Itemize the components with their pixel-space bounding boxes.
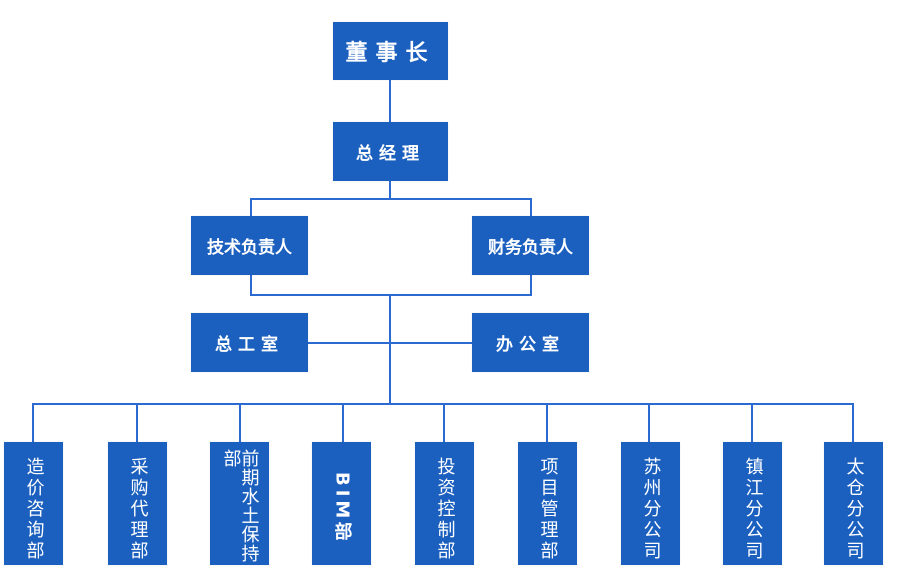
node-office-label: 办公室 (496, 335, 565, 355)
connector-gm-down (389, 181, 391, 200)
connector-dept (546, 403, 548, 442)
connector-finance-top (530, 198, 532, 216)
connector-chairman-gm (389, 80, 391, 122)
node-general-manager-label: 总经理 (356, 144, 425, 164)
node-department: 前期水土保持部 (210, 442, 269, 565)
connector-dept (852, 403, 854, 442)
node-department: BIM部 (312, 442, 371, 565)
node-department: 苏州分公司 (621, 442, 680, 565)
connector-tech-bottom (250, 275, 252, 296)
node-technical-head: 技术负责人 (191, 216, 308, 275)
department-label: 前期水土保持部 (220, 449, 260, 563)
department-label: 采购代理部 (127, 457, 149, 562)
node-department: 镇江分公司 (723, 442, 782, 565)
connector-dept (342, 403, 344, 442)
node-chairman: 董事长 (333, 22, 448, 80)
connector-dept (751, 403, 753, 442)
node-department: 投资控制部 (415, 442, 474, 565)
node-chief-engineer-office-label: 总工室 (215, 335, 284, 355)
node-department: 造价咨询部 (4, 442, 63, 565)
department-label: BIM部 (331, 472, 353, 545)
node-office: 办公室 (472, 313, 589, 372)
connector-heads-top (250, 198, 532, 200)
node-general-manager: 总经理 (333, 122, 448, 181)
node-department: 项目管理部 (518, 442, 577, 565)
connector-finance-bottom (530, 275, 532, 296)
node-finance-head-label: 财务负责人 (488, 238, 573, 258)
connector-dept (136, 403, 138, 442)
department-label: 造价咨询部 (23, 457, 45, 562)
connector-offices (308, 342, 472, 344)
node-department: 太仓分公司 (824, 442, 883, 565)
department-label: 项目管理部 (537, 457, 559, 562)
node-finance-head: 财务负责人 (472, 216, 589, 275)
node-technical-head-label: 技术负责人 (207, 238, 292, 258)
connector-dept (648, 403, 650, 442)
department-label: 镇江分公司 (742, 457, 764, 562)
connector-dept (239, 403, 241, 442)
connector-trunk (389, 294, 391, 404)
connector-dept (32, 403, 34, 442)
department-label: 投资控制部 (434, 457, 456, 562)
connector-heads-bottom (250, 294, 532, 296)
node-chief-engineer-office: 总工室 (191, 313, 308, 372)
node-department: 采购代理部 (108, 442, 167, 565)
node-chairman-label: 董事长 (345, 41, 436, 66)
connector-tech-top (250, 198, 252, 216)
connector-dept (443, 403, 445, 442)
department-label: 太仓分公司 (843, 457, 865, 562)
department-label: 苏州分公司 (640, 457, 662, 562)
